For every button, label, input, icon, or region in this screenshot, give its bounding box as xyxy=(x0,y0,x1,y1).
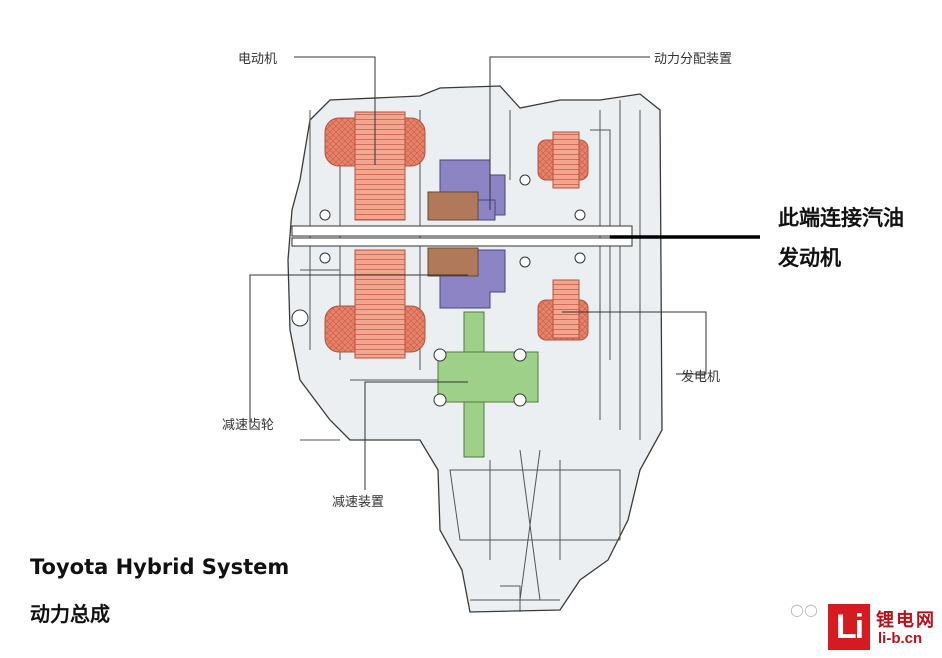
label-generator: 发电机 xyxy=(681,370,721,385)
caption-subtitle: 动力总成 xyxy=(30,602,110,626)
callout-engine-line1: 此端连接汽油 xyxy=(778,206,904,230)
label-power-split: 动力分配装置 xyxy=(654,52,733,67)
label-reduction-unit: 减速装置 xyxy=(332,495,385,510)
reduction-gear-set xyxy=(427,191,479,277)
label-reduction-gear: 减速齿轮 xyxy=(222,418,275,433)
main-shaft xyxy=(291,225,633,247)
generator-stator xyxy=(537,131,589,341)
watermark-logo: Li xyxy=(828,604,870,650)
watermark-site-url: li-b.cn xyxy=(878,630,923,647)
watermark-site-cn: 锂电网 xyxy=(876,610,936,631)
wechat-icon: ○○ xyxy=(790,600,818,619)
leader-lines xyxy=(249,56,707,490)
label-motor: 电动机 xyxy=(238,52,278,67)
callout-engine-line2: 发动机 xyxy=(778,246,841,270)
bearings xyxy=(291,174,586,407)
caption-title: Toyota Hybrid System xyxy=(30,555,290,579)
